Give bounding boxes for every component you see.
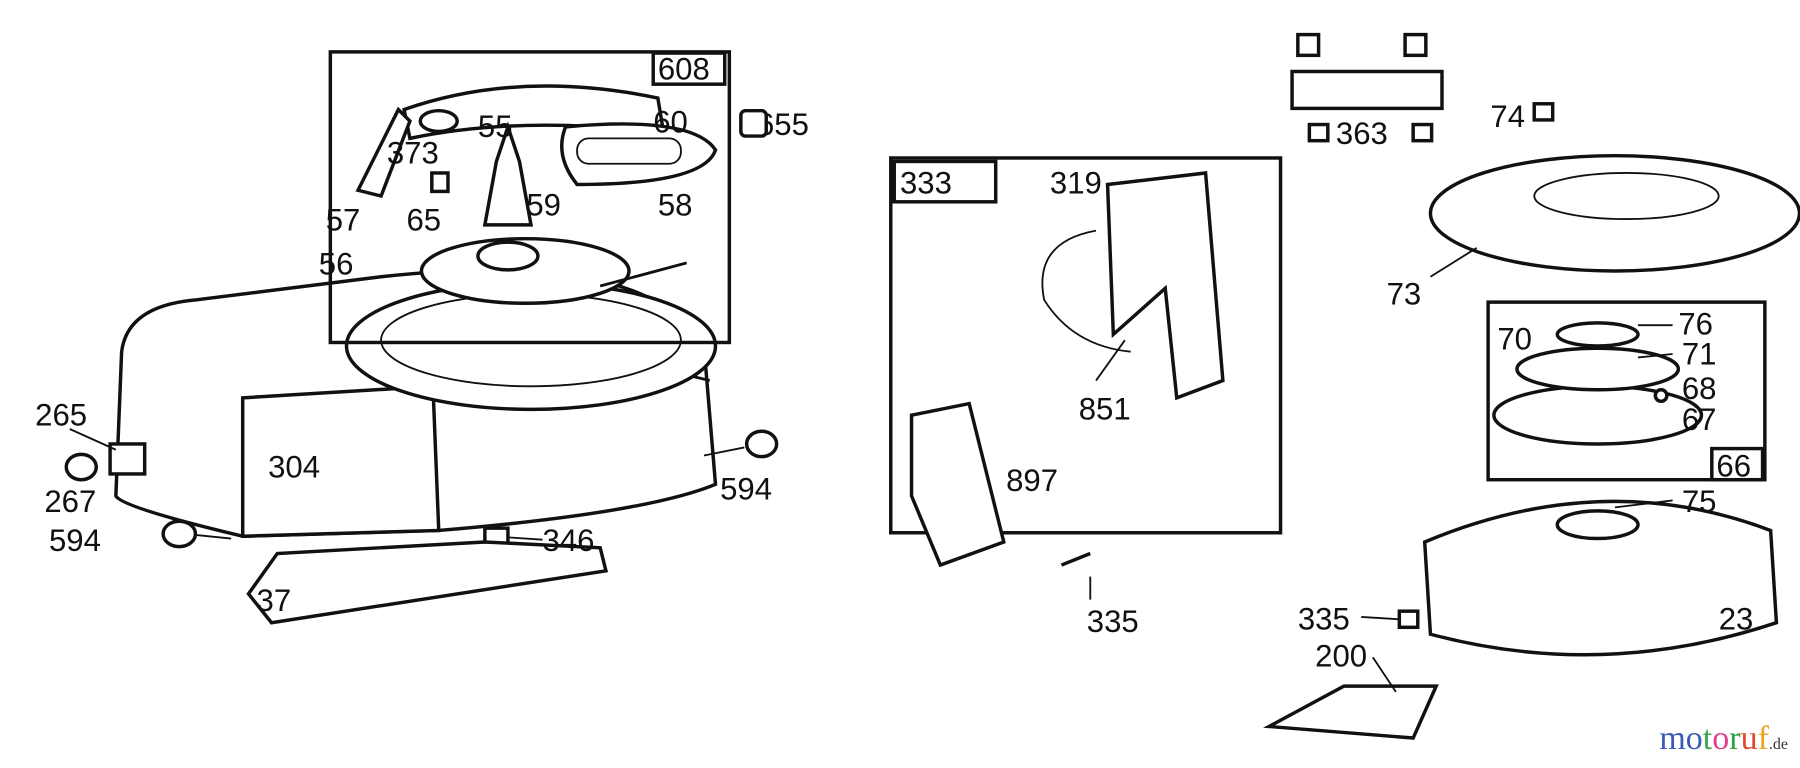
blower-housing-304: [114, 268, 718, 538]
watermark-letter: u: [1740, 720, 1758, 757]
callout-23: 23: [1719, 602, 1754, 637]
rewind-starter-group-box: [328, 50, 732, 345]
callout-59: 59: [526, 188, 561, 223]
callout-594-left: 594: [49, 523, 101, 558]
watermark-letter: f: [1757, 720, 1769, 757]
left-fasteners: [64, 429, 779, 625]
callout-363: 363: [1336, 116, 1388, 151]
callout-897: 897: [1006, 463, 1058, 498]
callout-265: 265: [35, 398, 87, 433]
starter-clutch-group-box: [1486, 300, 1767, 482]
rewind-starter-parts: [355, 84, 718, 306]
watermark-letter: o: [1712, 720, 1730, 757]
armature-group-box: [889, 156, 1283, 535]
callout-335-center: 335: [1087, 604, 1139, 639]
callout-200: 200: [1315, 639, 1367, 674]
callout-37: 37: [257, 583, 292, 618]
right-top-parts: [1290, 32, 1800, 273]
watermark-letter: o: [1685, 720, 1703, 757]
watermark-letter: r: [1729, 720, 1741, 757]
callout-304: 304: [268, 449, 320, 484]
callout-57: 57: [326, 203, 361, 238]
callout-74: 74: [1490, 99, 1525, 134]
flywheel-23: [1263, 499, 1779, 740]
watermark-text: motoruf: [1659, 720, 1769, 757]
callout-346: 346: [543, 523, 595, 558]
decal-655-icon: [739, 108, 768, 138]
callout-335-right: 335: [1298, 602, 1350, 637]
box-label-333-frame: [892, 159, 998, 204]
callout-65: 65: [406, 203, 441, 238]
watermark-letter: m: [1659, 720, 1686, 757]
callout-56: 56: [319, 246, 354, 281]
callout-373: 373: [387, 136, 439, 171]
callout-55: 55: [478, 109, 513, 144]
watermark-letter: t: [1702, 720, 1713, 757]
box-label-608-frame: [651, 51, 727, 86]
callout-76: 76: [1678, 306, 1713, 341]
callout-594-right: 594: [720, 471, 772, 506]
callout-71: 71: [1682, 336, 1717, 371]
callout-608: 608: [658, 52, 710, 87]
callout-333: 333: [900, 166, 952, 201]
armature-parts: [909, 171, 1225, 568]
watermark-logo: motoruf.de: [1659, 720, 1788, 758]
callout-70: 70: [1497, 321, 1532, 356]
callout-73: 73: [1387, 276, 1422, 311]
box-label-66-frame: [1710, 446, 1765, 482]
callout-67: 67: [1682, 402, 1717, 437]
callout-58: 58: [658, 188, 693, 223]
callout-68: 68: [1682, 371, 1717, 406]
callout-75: 75: [1682, 484, 1717, 519]
callout-60: 60: [653, 105, 688, 140]
callout-319: 319: [1050, 166, 1102, 201]
starter-clutch-parts: [1492, 321, 1704, 446]
callout-851: 851: [1079, 392, 1131, 427]
callout-66: 66: [1716, 448, 1751, 483]
callout-267: 267: [44, 484, 96, 519]
leader-lines: [69, 247, 1673, 693]
watermark-suffix: .de: [1768, 736, 1788, 753]
